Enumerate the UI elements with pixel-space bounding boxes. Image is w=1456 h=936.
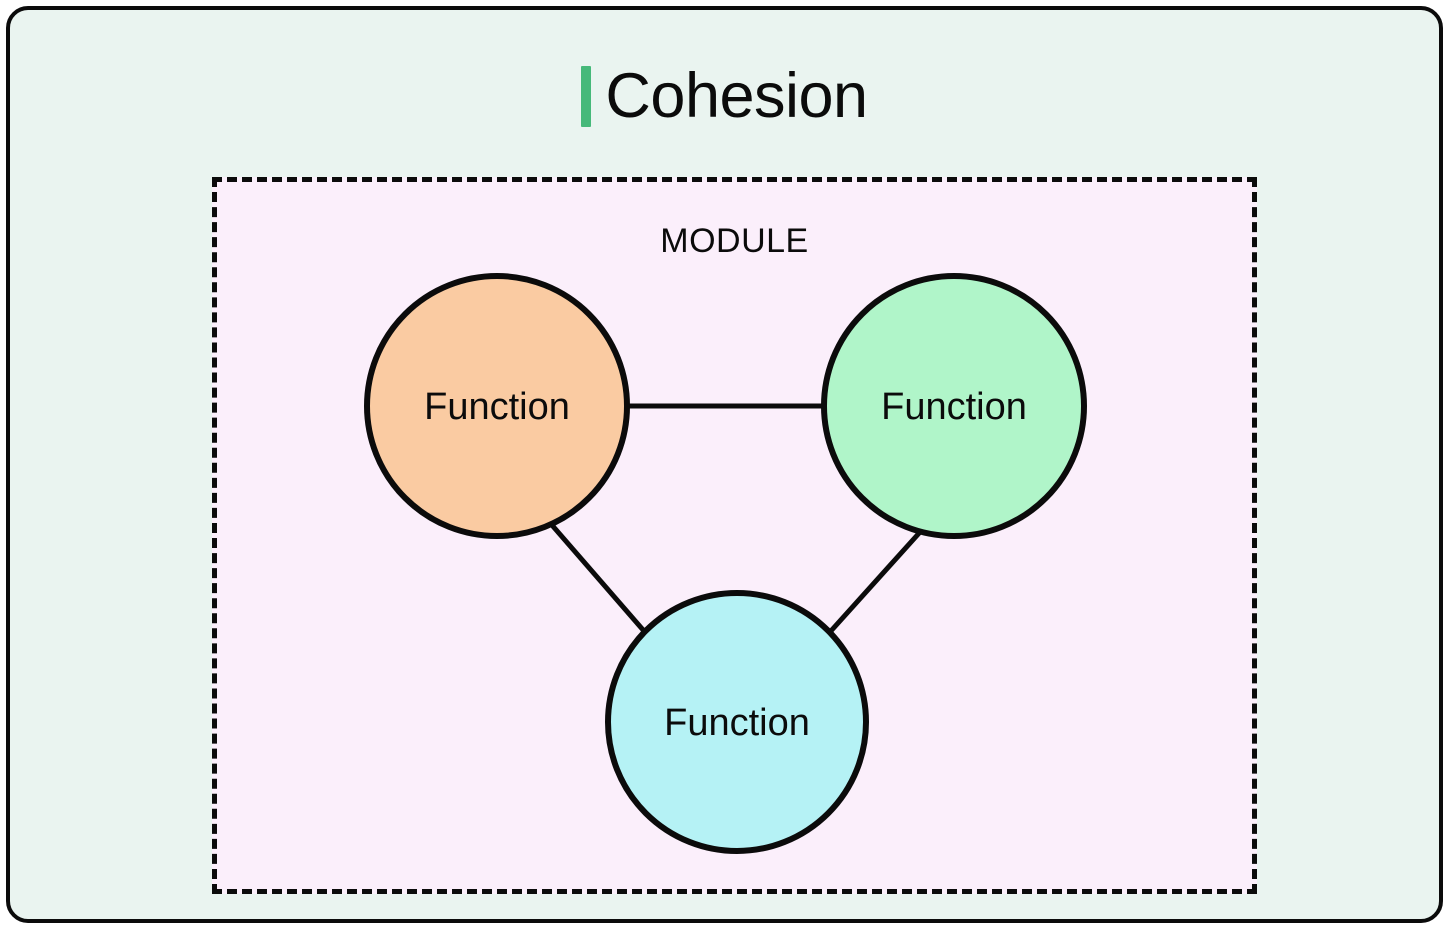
node-function-orange[interactable]: Function: [364, 273, 630, 539]
title-accent-bar: [581, 65, 592, 127]
edge-green-blue[interactable]: [828, 529, 923, 634]
page-title-text: Cohesion: [605, 60, 868, 131]
module-label: MODULE: [660, 222, 809, 260]
page-title: Cohesion: [10, 60, 1439, 132]
edge-orange-blue[interactable]: [549, 522, 646, 633]
function-circle-blue[interactable]: [605, 590, 869, 854]
edges-layer: [549, 403, 923, 634]
node-function-blue[interactable]: Function: [605, 590, 869, 854]
function-circle-orange[interactable]: [364, 273, 630, 539]
diagram-frame: Cohesion MODULE: [6, 6, 1443, 923]
function-circle-green[interactable]: [821, 273, 1087, 539]
node-function-green[interactable]: Function: [821, 273, 1087, 539]
